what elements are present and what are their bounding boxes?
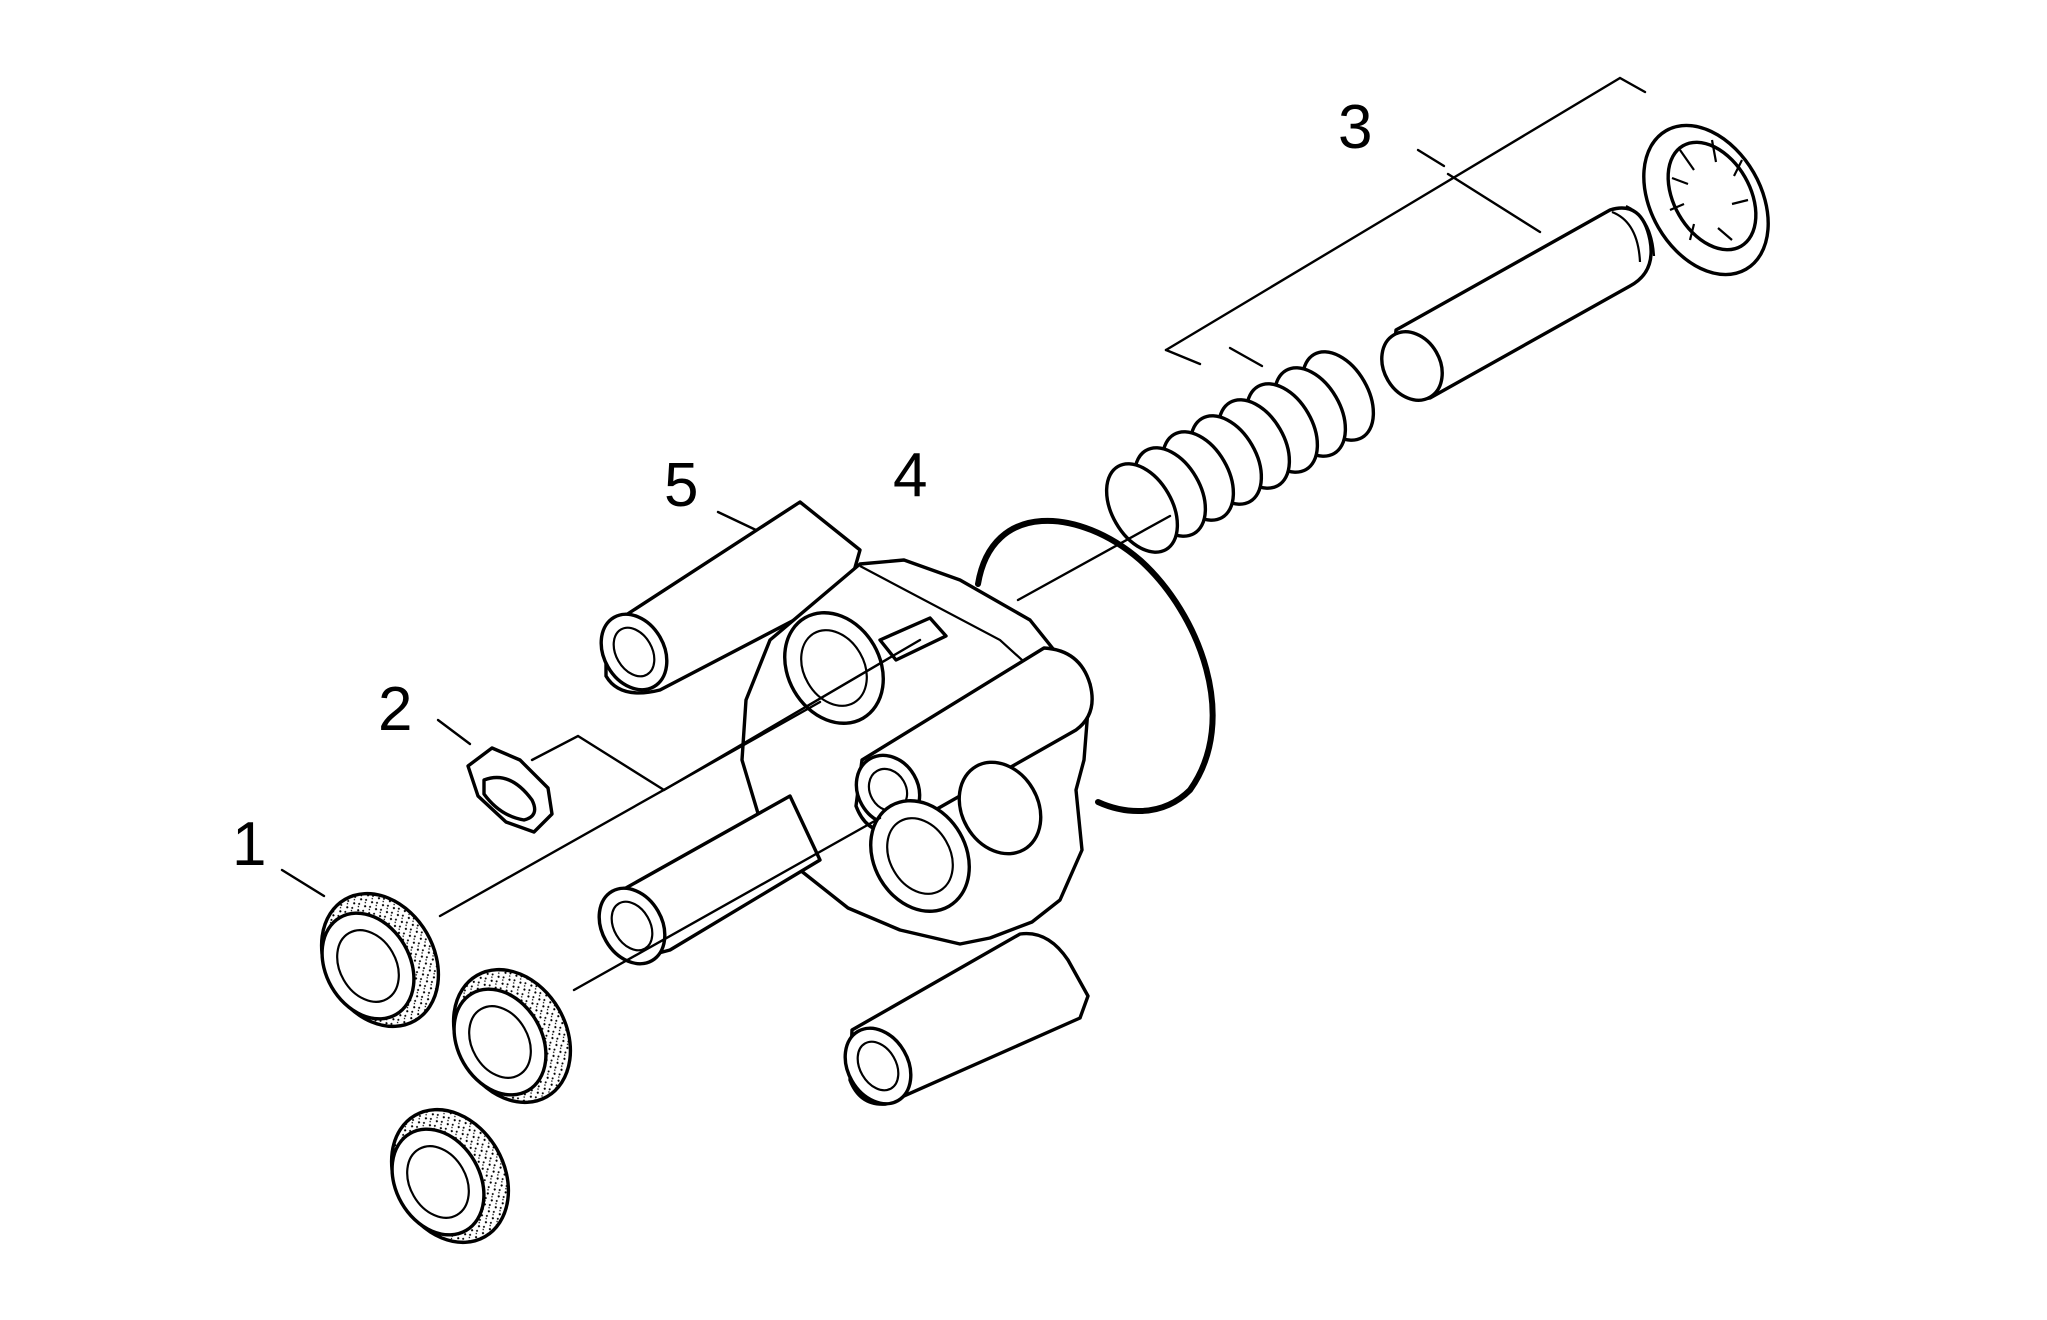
- part-1-seal-rings: [280, 700, 882, 1245]
- seal-ring-c: [389, 1107, 511, 1245]
- callout-4: 4: [893, 441, 927, 510]
- retainer-ring: [1642, 123, 1770, 277]
- part-4-o-ring: [975, 514, 1216, 815]
- piston: [1380, 205, 1656, 402]
- spring: [1104, 350, 1376, 554]
- callout-3: 3: [1338, 93, 1372, 162]
- callout-1: 1: [232, 810, 266, 879]
- callout-5: 5: [664, 451, 698, 520]
- part-2-valve-insert: [436, 638, 922, 834]
- part-3-valve-assembly: [1104, 76, 1770, 554]
- part-5-pump-housing: [597, 500, 1094, 1106]
- callout-2: 2: [378, 675, 412, 744]
- seal-ring-b: [451, 967, 573, 1105]
- seal-ring-a: [319, 891, 441, 1029]
